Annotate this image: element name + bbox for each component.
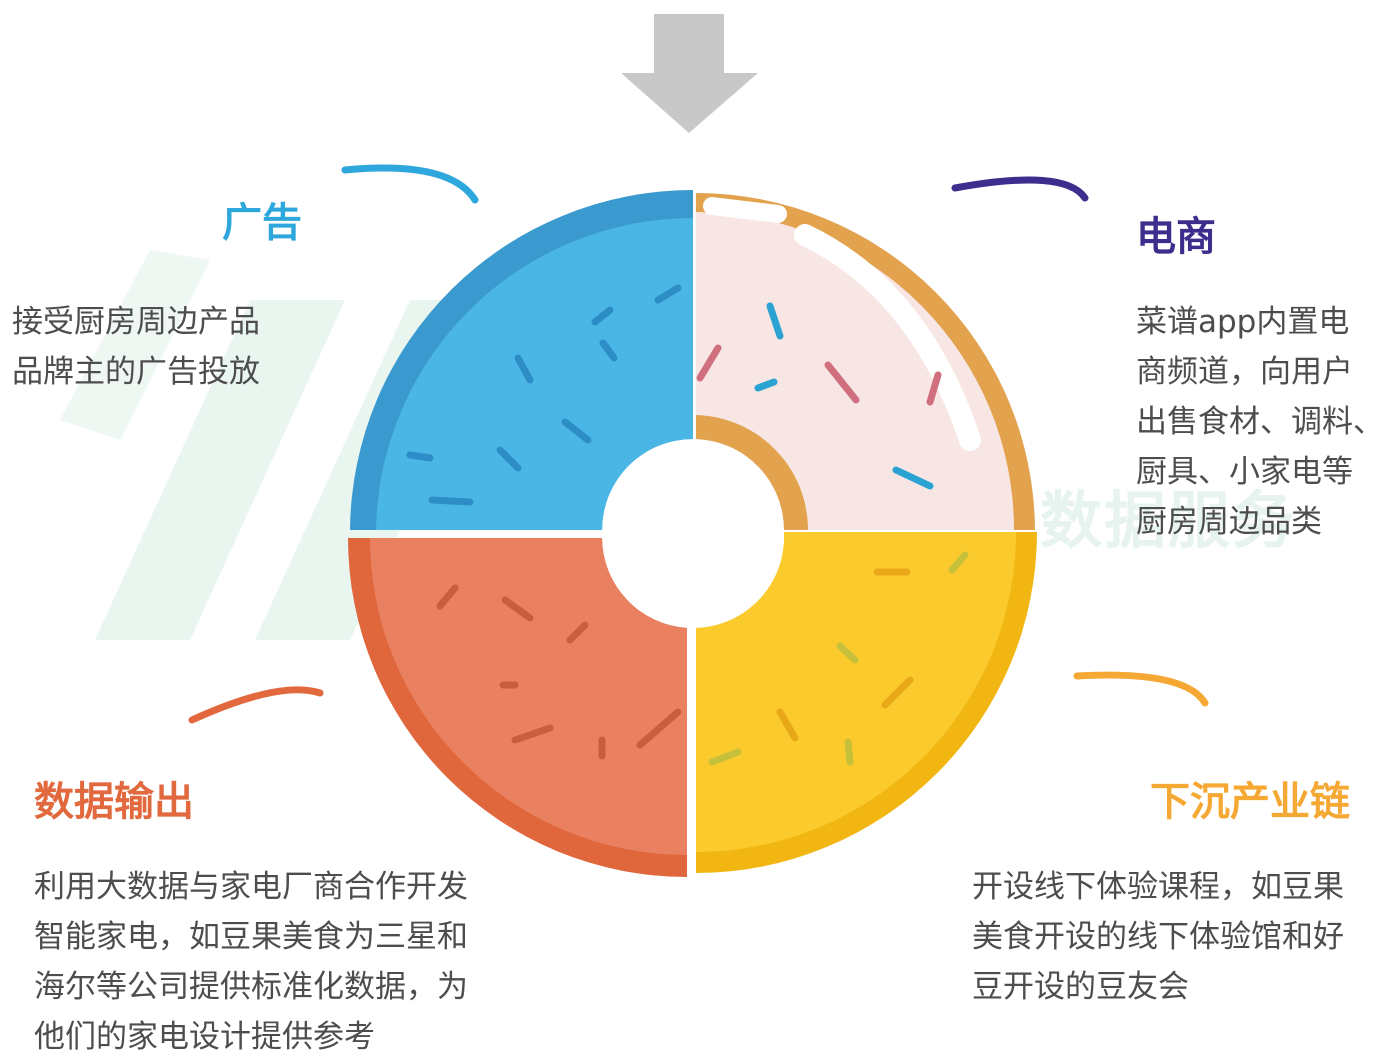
data-output-desc-line: 海尔等公司提供标准化数据，为 — [34, 969, 468, 1005]
donut-quadrant-offline — [696, 532, 1037, 873]
offline-desc-line: 豆开设的豆友会 — [972, 969, 1189, 1005]
ad-title: 广告 — [222, 200, 302, 246]
offline-description: 开设线下体验课程，如豆果 美食开设的线下体验馆和好 豆开设的豆友会 — [972, 862, 1344, 1012]
ad-desc-line: 品牌主的广告投放 — [12, 354, 260, 390]
ad-description: 接受厨房周边产品 品牌主的广告投放 — [12, 297, 260, 397]
data-output-description: 利用大数据与家电厂商合作开发 智能家电，如豆果美食为三星和 海尔等公司提供标准化… — [34, 862, 468, 1062]
donut-quadrant-ad — [350, 189, 693, 530]
offline-title: 下沉产业链 — [1150, 779, 1350, 825]
data-output-title: 数据输出 — [34, 779, 194, 825]
ecommerce-desc-line: 商频道，向用户 — [1136, 354, 1353, 390]
donut-quadrant-ecommerce — [696, 192, 1035, 530]
watermark-text: 数据服务 — [1040, 484, 1297, 557]
offline-arc — [1073, 671, 1209, 707]
donut-quadrant-data — [348, 538, 687, 877]
donut-center-hole — [603, 444, 783, 624]
ad-desc-line: 接受厨房周边产品 — [12, 304, 260, 340]
ecommerce-desc-line: 厨房周边品类 — [1136, 504, 1322, 540]
ecommerce-title: 电商 — [1136, 214, 1216, 260]
data-output-desc-line: 利用大数据与家电厂商合作开发 — [34, 869, 468, 905]
ecommerce-desc-line: 出售食材、调料、 — [1136, 404, 1384, 440]
offline-desc-line: 开设线下体验课程，如豆果 — [972, 869, 1344, 905]
data-output-desc-line: 智能家电，如豆果美食为三星和 — [34, 919, 468, 955]
offline-desc-line: 美食开设的线下体验馆和好 — [972, 919, 1344, 955]
data-arc — [188, 686, 324, 724]
data-output-desc-line: 他们的家电设计提供参考 — [34, 1019, 375, 1055]
ecommerce-description: 菜谱app内置电 商频道，向用户 出售食材、调料、 厨具、小家电等 厨房周边品类 — [1136, 297, 1384, 547]
ecommerce-desc-line: 厨具、小家电等 — [1136, 454, 1353, 490]
ecommerce-arc — [951, 176, 1089, 202]
ecommerce-desc-line: 菜谱app内置电 — [1136, 304, 1350, 340]
ad-arc — [341, 164, 479, 204]
